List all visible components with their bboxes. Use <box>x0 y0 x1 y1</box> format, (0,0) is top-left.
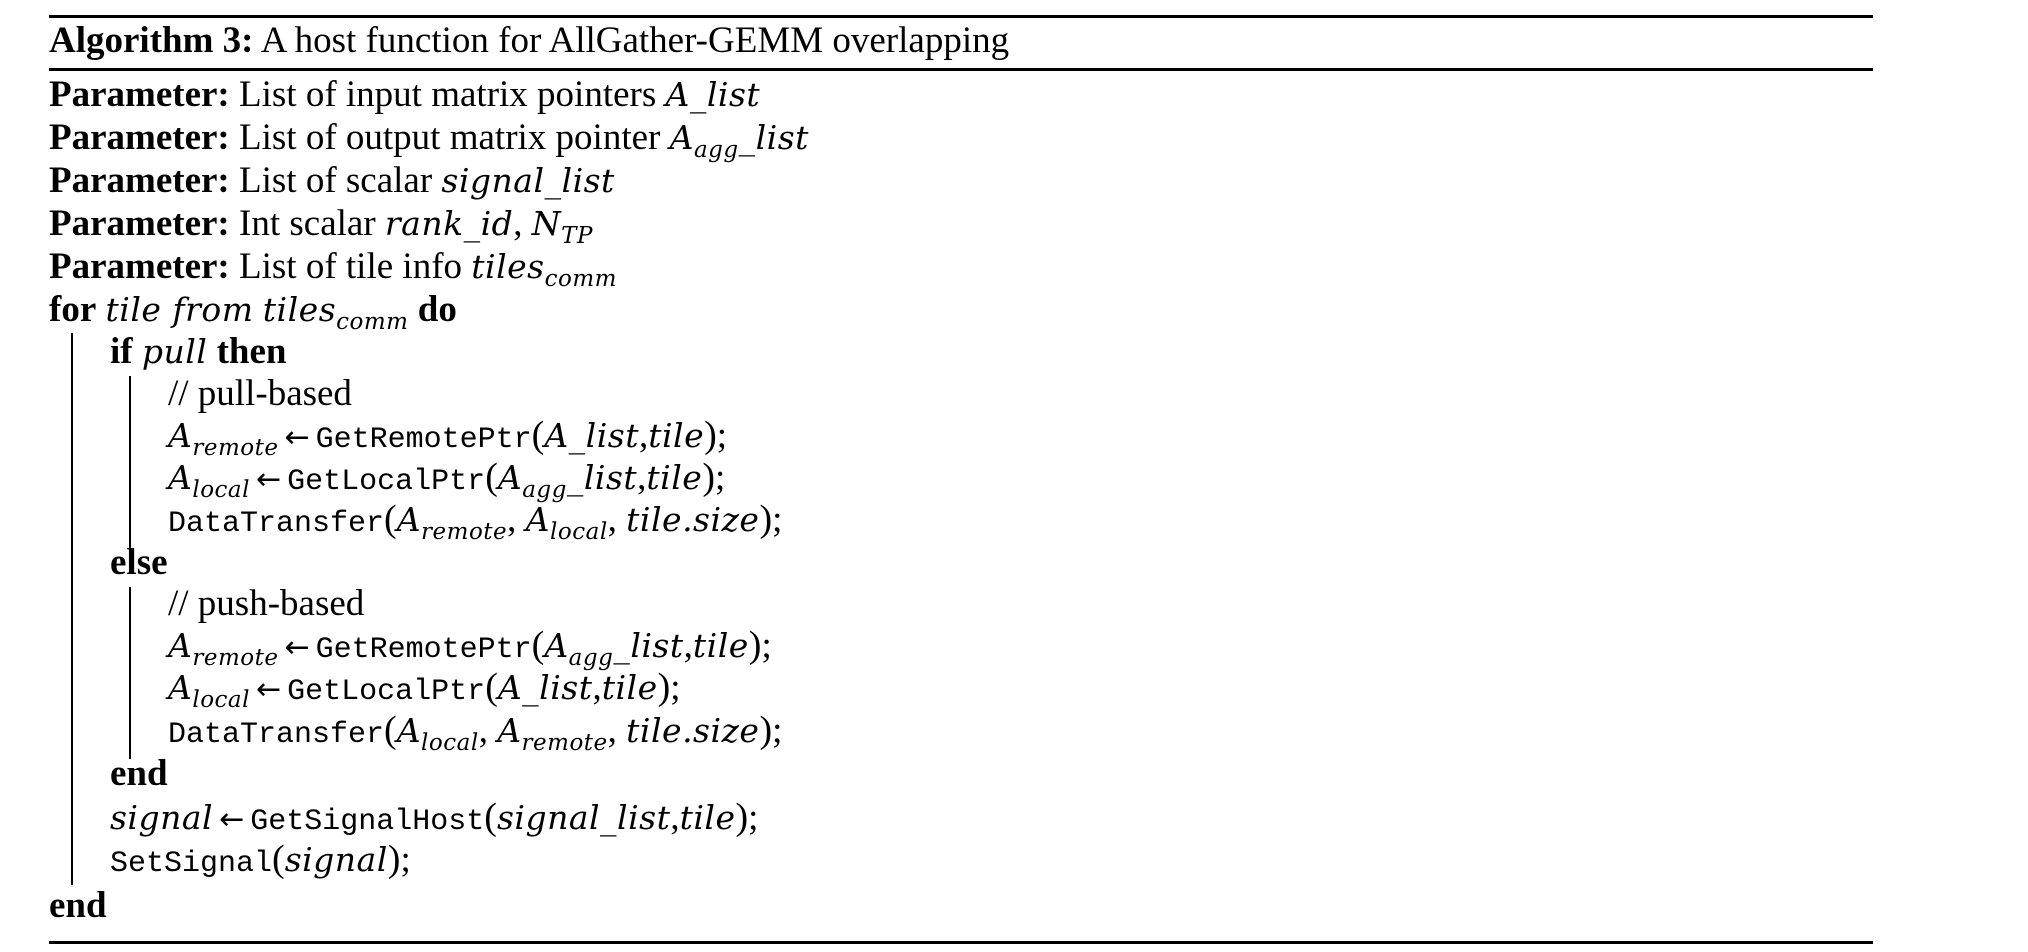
statement-line: SetSignal(signal); <box>110 838 411 881</box>
algorithm-label: Algorithm 3: <box>49 20 254 61</box>
function-name: DataTransfer <box>168 718 385 752</box>
else-body-bar <box>129 587 131 759</box>
for-keyword: for <box>49 289 97 330</box>
comment-line: // push-based <box>168 582 364 625</box>
if-keyword: if <box>110 331 133 372</box>
function-name: GetLocalPtr <box>287 675 486 709</box>
comment: // push-based <box>168 583 365 624</box>
assign-arrow-icon: ← <box>284 630 310 665</box>
statement-line: Alocal←GetLocalPtr(A_list,tile); <box>168 666 681 713</box>
parameter-line: Parameter: List of input matrix pointers… <box>49 73 760 116</box>
parameter-keyword: Parameter: <box>49 160 230 201</box>
for-line: for tile from tilescomm do <box>49 288 457 335</box>
parameter-keyword: Parameter: <box>49 203 230 244</box>
statement-line: signal←GetSignalHost(signal_list,tile); <box>110 796 759 839</box>
function-name: GetLocalPtr <box>287 465 486 499</box>
parameter-math: Aagg_list <box>669 118 809 163</box>
parameter-text: List of output matrix pointer <box>239 117 661 158</box>
then-body-bar <box>129 376 131 551</box>
function-name: GetRemotePtr <box>315 423 532 457</box>
if-line: if pull then <box>110 330 287 373</box>
parameter-math-2: NTP <box>531 204 593 249</box>
loop-body-bar <box>71 333 73 885</box>
parameter-keyword: Parameter: <box>49 74 230 115</box>
parameter-keyword: Parameter: <box>49 246 230 287</box>
function-name: SetSignal <box>110 847 273 881</box>
statement-line: DataTransfer(Aremote, Alocal, tile.size)… <box>168 498 783 545</box>
comment-line: // pull-based <box>168 372 352 415</box>
end-if-line: end <box>110 752 168 795</box>
assign-arrow-icon: ← <box>256 462 282 497</box>
function-name: GetSignalHost <box>250 805 485 839</box>
parameter-line: Parameter: List of tile info tilescomm <box>49 245 617 292</box>
parameter-math: A_list <box>665 75 761 114</box>
condition-variable: pull <box>141 332 208 371</box>
caption-rule <box>49 68 1873 71</box>
end-for-line: end <box>49 884 107 927</box>
algorithm-title: A host function for AllGather-GEMM overl… <box>260 20 1010 61</box>
parameter-text: List of input matrix pointers <box>239 74 657 115</box>
bottom-rule <box>49 941 1873 944</box>
function-name: GetRemotePtr <box>315 633 532 667</box>
algorithm-block: Algorithm 3: A host function for AllGath… <box>49 0 1873 952</box>
else-line: else <box>110 541 168 584</box>
parameter-math: signal_list <box>441 161 615 200</box>
top-rule <box>49 15 1873 18</box>
assign-arrow-icon: ← <box>256 672 282 707</box>
parameter-text: Int scalar <box>239 203 376 244</box>
parameter-line: Parameter: List of scalar signal_list <box>49 159 615 202</box>
do-keyword: do <box>417 289 457 330</box>
assign-arrow-icon: ← <box>284 420 310 455</box>
loop-iterable: tilescomm <box>262 290 409 335</box>
end-keyword: end <box>49 885 107 926</box>
parameter-math: tilescomm <box>471 247 617 292</box>
then-keyword: then <box>216 331 287 372</box>
parameter-keyword: Parameter: <box>49 117 230 158</box>
parameter-text: List of scalar <box>239 160 433 201</box>
statement-line: DataTransfer(Alocal, Aremote, tile.size)… <box>168 709 783 756</box>
end-keyword: end <box>110 753 168 794</box>
parameter-math: rank_id <box>384 204 514 243</box>
algorithm-caption: Algorithm 3: A host function for AllGath… <box>49 19 1009 63</box>
assign-arrow-icon: ← <box>219 802 245 837</box>
comment: // pull-based <box>168 373 352 414</box>
statement-line: Alocal←GetLocalPtr(Aagg_list,tile); <box>168 456 726 503</box>
else-keyword: else <box>110 542 168 583</box>
statement-line: Aremote←GetRemotePtr(Aagg_list,tile); <box>168 624 772 671</box>
parameter-line: Parameter: List of output matrix pointer… <box>49 116 809 163</box>
function-name: DataTransfer <box>168 507 385 541</box>
parameter-text: List of tile info <box>239 246 463 287</box>
statement-line: Aremote←GetRemotePtr(A_list,tile); <box>168 414 728 461</box>
loop-variable: tile from <box>105 290 254 329</box>
parameter-line: Parameter: Int scalar rank_id, NTP <box>49 203 593 249</box>
